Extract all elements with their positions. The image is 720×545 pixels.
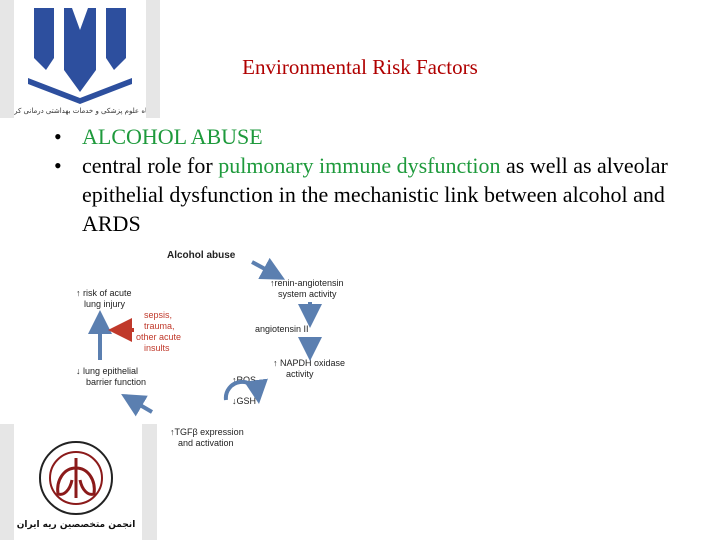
society-seal-icon: انجمن متخصصین ریه ایران: [17, 441, 136, 530]
university-logo-panel: دانشگاه علوم پزشکی و خدمات بهداشتی درمان…: [0, 0, 164, 118]
node-sepsis-2: trauma,: [144, 321, 175, 331]
node-alcohol-abuse: Alcohol abuse: [167, 250, 236, 261]
society-logo-panel: انجمن متخصصین ریه ایران: [0, 424, 157, 540]
node-napdh: ↑ NAPDH oxidase: [273, 358, 345, 368]
node-tgf: ↑TGFβ expression: [170, 427, 244, 437]
bullet-item: • ALCOHOL ABUSE: [52, 122, 702, 151]
bullet-item: • central role for pulmonary immune dysf…: [52, 151, 702, 238]
bullet-dot: •: [54, 153, 62, 178]
node-sepsis-1: sepsis,: [144, 310, 172, 320]
arrow-alcohol-to-renin: [251, 257, 286, 280]
university-emblem-icon: دانشگاه علوم پزشکی و خدمات بهداشتی درمان…: [0, 8, 164, 115]
society-caption: انجمن متخصصین ریه ایران: [17, 520, 136, 530]
node-renin-2: system activity: [278, 289, 337, 299]
bullet-text-pre: central role for: [82, 153, 219, 178]
node-epithelial-2: barrier function: [86, 377, 146, 387]
bullet-dot: •: [54, 124, 62, 149]
bullet-alcohol-abuse: ALCOHOL ABUSE: [82, 124, 263, 149]
node-gsh: ↓GSH: [232, 396, 256, 406]
bullet-highlight: pulmonary immune dysfunction: [218, 153, 501, 178]
arrow-ros-gsh-cycle: [223, 378, 268, 404]
node-napdh-2: activity: [286, 369, 314, 379]
node-sepsis-4: insults: [144, 343, 170, 353]
arrow-tgf-to-epithelial: [121, 393, 154, 417]
node-risk-2: lung injury: [84, 299, 126, 309]
university-caption: دانشگاه علوم پزشکی و خدمات بهداشتی درمان…: [14, 106, 146, 115]
node-tgf-2: and activation: [178, 438, 234, 448]
alcohol-ards-mechanism-diagram: Alcohol abuse ↑renin-angiotensin system …: [76, 250, 345, 448]
node-renin: ↑renin-angiotensin: [270, 278, 344, 288]
node-sepsis-3: other acute: [136, 332, 181, 342]
bullet-list: • ALCOHOL ABUSE • central role for pulmo…: [52, 122, 702, 238]
node-epithelial: ↓ lung epithelial: [76, 366, 138, 376]
slide-title: Environmental Risk Factors: [242, 55, 478, 79]
node-risk: ↑ risk of acute: [76, 288, 132, 298]
bullet-text-post: as well as alveolar epithelial dysfuncti…: [82, 153, 668, 236]
node-angiotensin: angiotensin II: [255, 324, 309, 334]
